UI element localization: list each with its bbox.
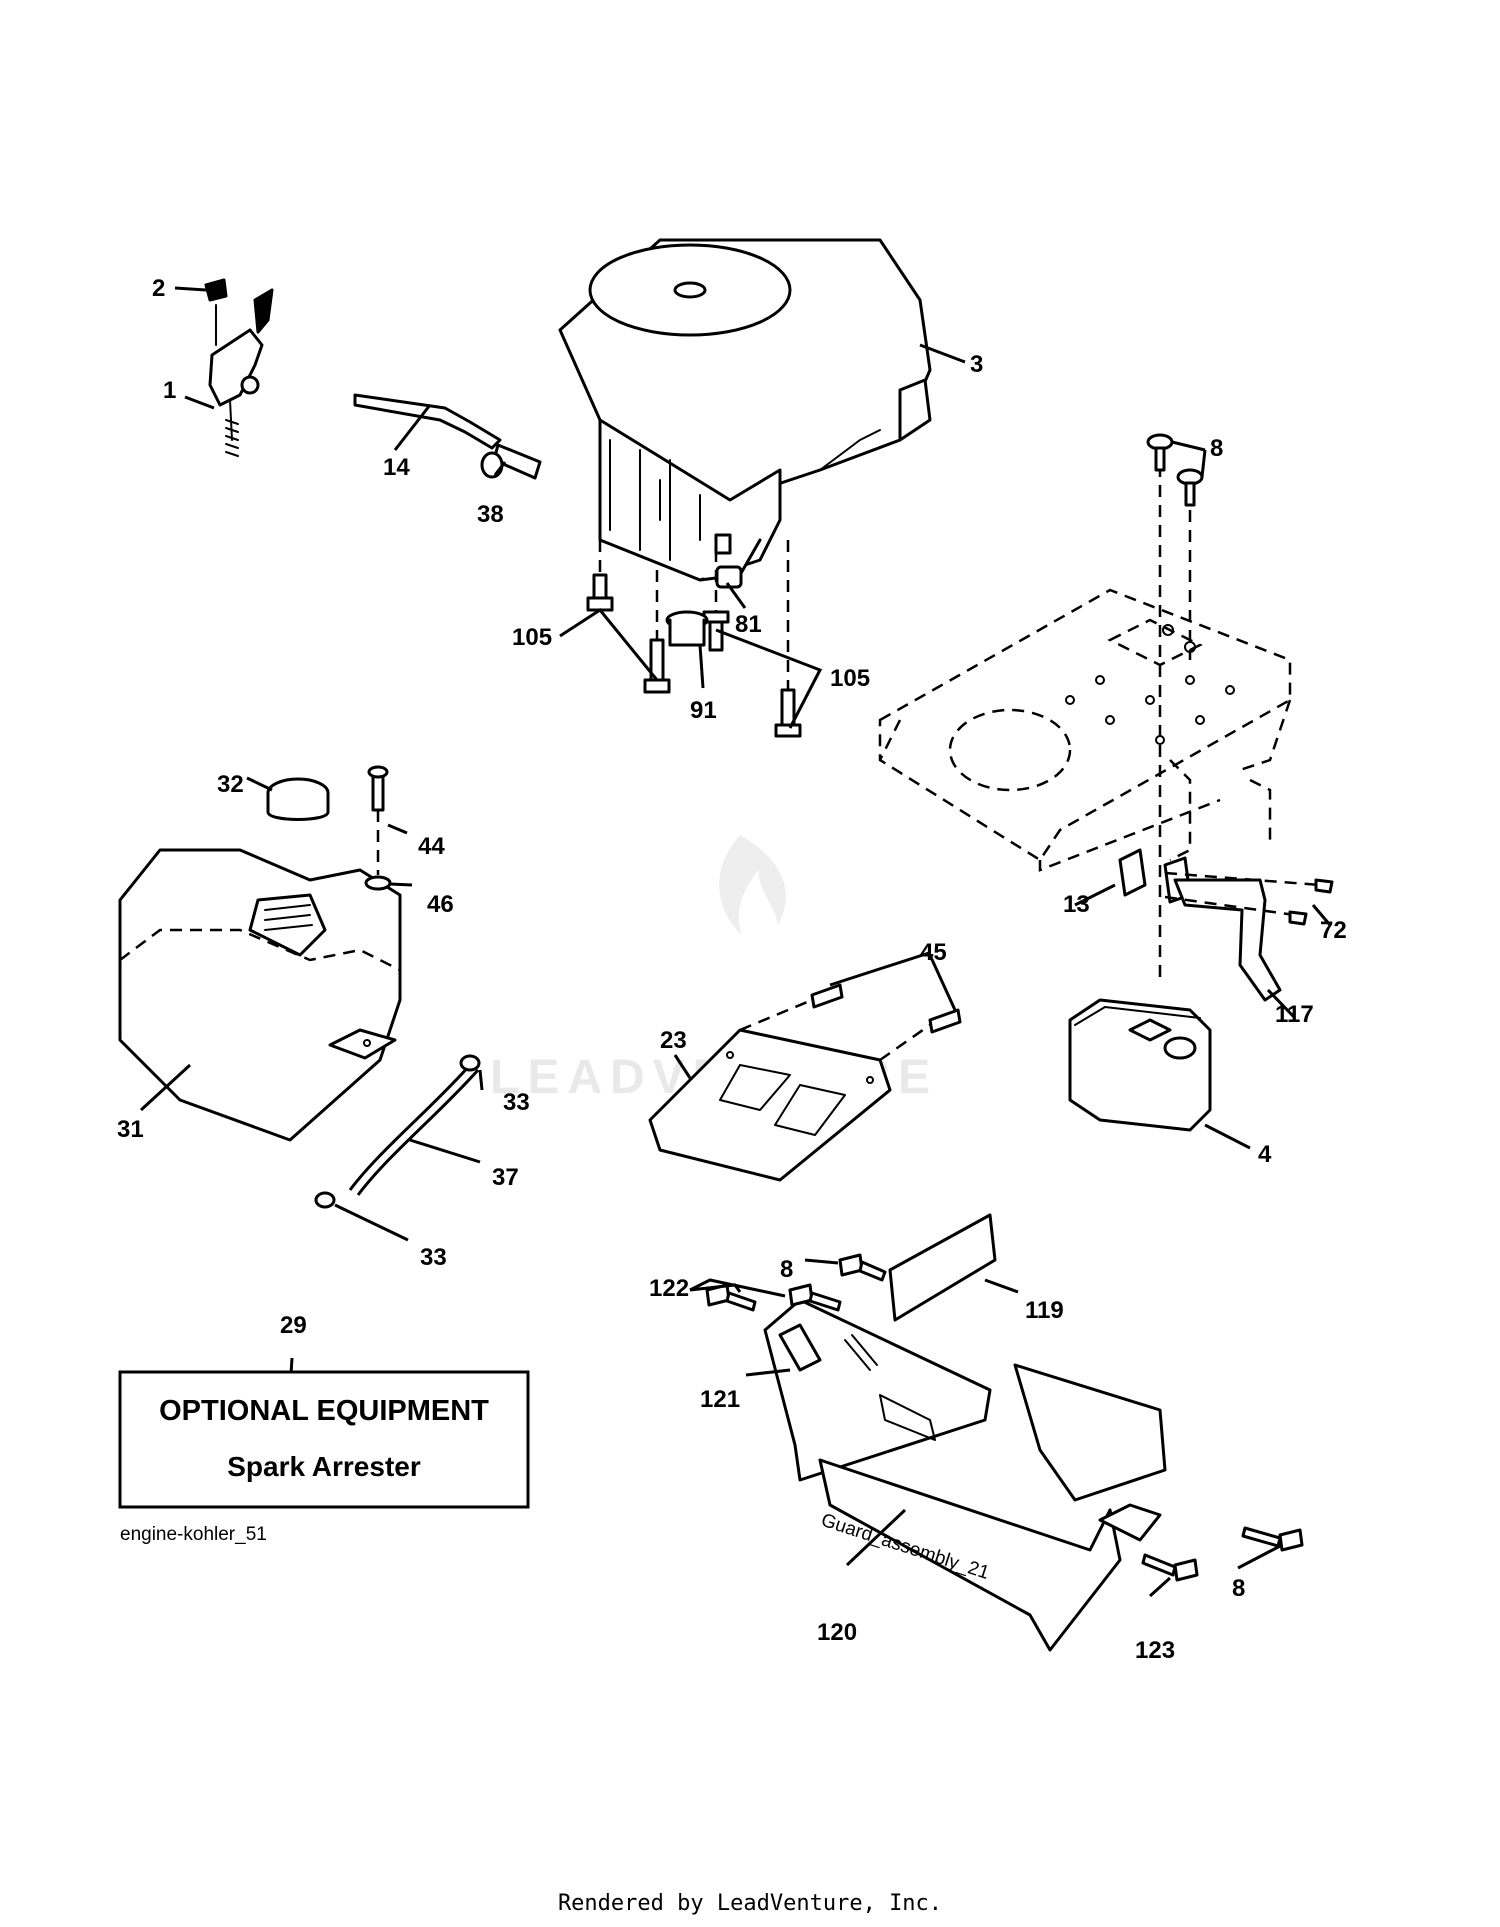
callout-33-bottom: 33: [420, 1244, 447, 1271]
diagram-reference-code: engine-kohler_51: [120, 1524, 267, 1545]
footer-credit: Rendered by LeadVenture, Inc.: [558, 1891, 942, 1916]
frame: [878, 465, 1292, 980]
callout-33-top: 33: [503, 1089, 530, 1116]
frame-bolts: [1146, 433, 1204, 507]
callout-105-left: 105: [512, 624, 552, 651]
callout-120: 120: [817, 1619, 857, 1646]
callout-29: 29: [280, 1312, 307, 1339]
callout-23: 23: [660, 1027, 687, 1054]
callout-72: 72: [1320, 917, 1347, 944]
fuel-line: [353, 393, 502, 450]
callout-44: 44: [418, 833, 445, 860]
optional-equipment-subtitle: Spark Arrester: [227, 1451, 421, 1482]
fuel-hose: [314, 1054, 481, 1209]
callout-8-frame: 8: [1210, 435, 1223, 462]
callout-122: 122: [649, 1275, 689, 1302]
callout-2: 2: [152, 275, 165, 302]
optional-equipment-box: OPTIONAL EQUIPMENT Spark Arrester: [118, 1370, 530, 1509]
guard-assembly: Guard_assembly_21: [763, 1213, 1167, 1652]
callout-14: 14: [383, 454, 410, 481]
callout-3: 3: [970, 351, 983, 378]
callout-31: 31: [117, 1116, 144, 1143]
throttle-control: [204, 278, 274, 457]
exhaust: [1068, 848, 1334, 1132]
heat-shield: [648, 983, 962, 1182]
fuel-tank: [118, 765, 402, 1142]
callout-32: 32: [217, 771, 244, 798]
callout-labels: 2 1 3 8 14 38 105 81 91 105 13 72 117 4 …: [117, 275, 1347, 1664]
callout-4: 4: [1258, 1141, 1272, 1168]
callout-46: 46: [427, 891, 454, 918]
callout-119: 119: [1025, 1297, 1064, 1324]
spacer: [665, 610, 709, 647]
optional-equipment-title: OPTIONAL EQUIPMENT: [159, 1395, 489, 1427]
callout-38: 38: [477, 501, 504, 528]
callout-117: 117: [1275, 1001, 1314, 1028]
callout-45: 45: [920, 939, 947, 966]
callout-8-guard-top: 8: [780, 1256, 793, 1283]
callout-121: 121: [700, 1386, 740, 1413]
engine: [558, 238, 932, 582]
callout-13: 13: [1063, 891, 1090, 918]
fitting: [480, 443, 542, 480]
callout-91: 91: [690, 697, 717, 724]
callout-1: 1: [163, 377, 176, 404]
callout-8-guard-bottom: 8: [1232, 1575, 1245, 1602]
callout-105-right: 105: [830, 665, 870, 692]
callout-81: 81: [735, 611, 762, 638]
callout-123: 123: [1135, 1637, 1175, 1664]
callout-37: 37: [492, 1164, 519, 1191]
guard-bolts: [705, 1253, 1304, 1582]
